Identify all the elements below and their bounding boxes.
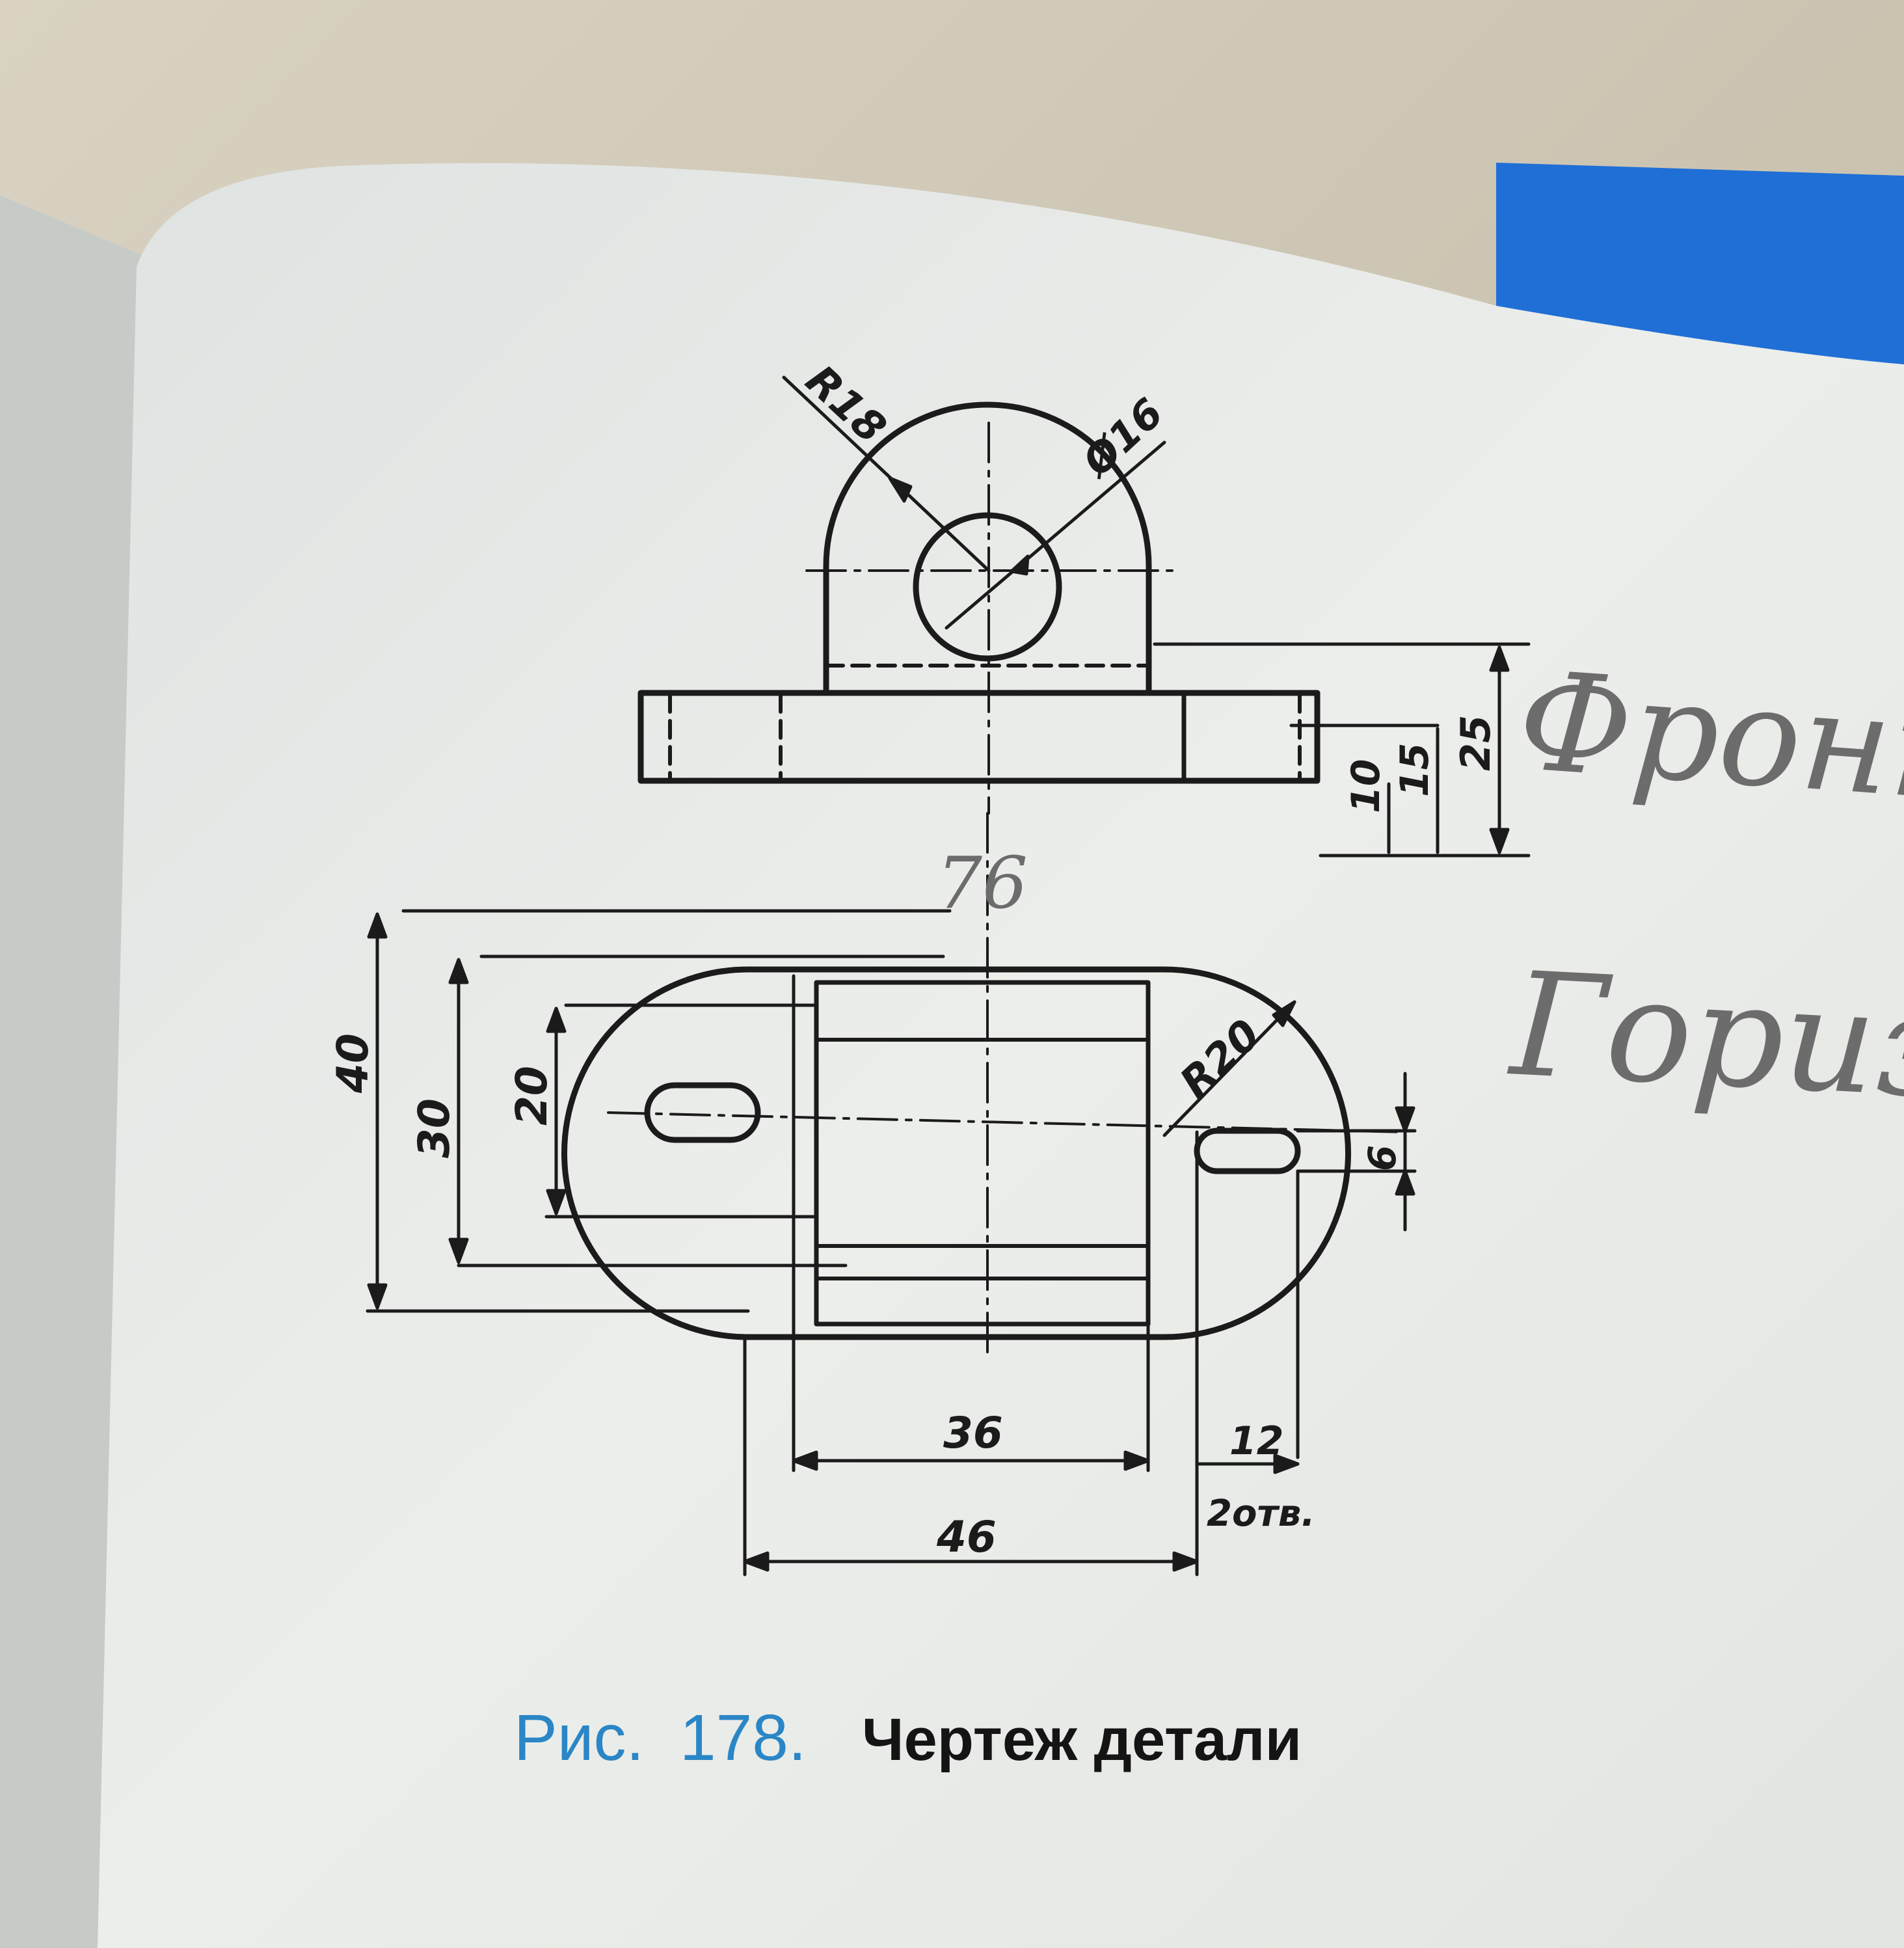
book-page — [98, 163, 1904, 1948]
dim-15: 15 — [1392, 743, 1438, 798]
dim-40: 40 — [328, 1033, 378, 1094]
top-horizontal-center-line — [607, 1111, 1406, 1133]
dim-46: 46 — [936, 1512, 997, 1562]
lug-plan-rect — [814, 980, 1151, 1327]
front-center-lines — [805, 422, 1179, 815]
caption-number: 178. — [680, 1701, 807, 1774]
dim-6: 6 — [1360, 1145, 1404, 1171]
dim-lines-bottom — [743, 974, 1300, 1576]
top-view — [366, 909, 1417, 1576]
leader-d16 — [945, 440, 1166, 630]
top-view-outline — [561, 966, 1351, 1340]
base-plate-outline — [637, 690, 1321, 784]
front-view — [637, 375, 1531, 1361]
leader-r20 — [1162, 1000, 1296, 1137]
handwritten-note-1: Фронт — [1514, 641, 1904, 835]
dim-36: 36 — [943, 1408, 1003, 1458]
caption-label: Рис. — [514, 1701, 644, 1774]
hidden-lines — [668, 664, 1302, 781]
dim-10: 10 — [1343, 759, 1389, 814]
leader-r18 — [782, 375, 991, 573]
dim-12: 12 — [1229, 1418, 1284, 1464]
caption-title: Чертеж детали — [862, 1707, 1302, 1773]
dim-2otv: 2отв. — [1207, 1493, 1315, 1535]
dim-lines-width — [366, 909, 952, 1313]
dim-lines-height — [1153, 642, 1531, 858]
upright-lug-outline — [823, 401, 1152, 696]
handwritten-note-2: Гориз — [1505, 941, 1904, 1130]
dim-30: 30 — [409, 1098, 459, 1158]
dim-lines-slot — [1296, 1072, 1417, 1232]
dim-20: 20 — [507, 1066, 557, 1126]
dim-25: 25 — [1452, 715, 1499, 771]
dim-76-handwritten: 76 — [937, 841, 1028, 925]
